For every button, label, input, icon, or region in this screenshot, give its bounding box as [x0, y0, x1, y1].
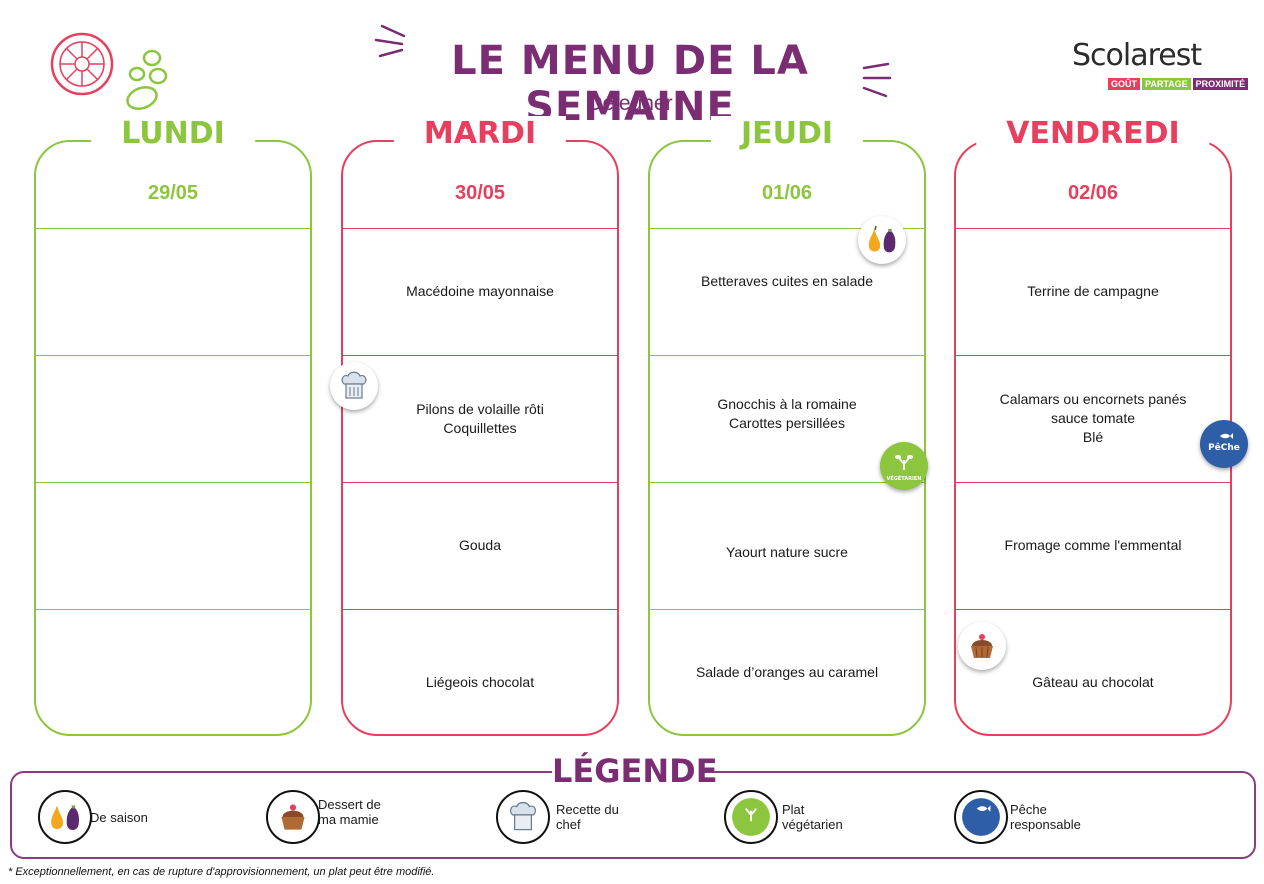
vegetarian-icon: VÉGÉTARIEN: [886, 455, 922, 482]
title-accent-left: [374, 24, 406, 58]
day-date: 29/05: [147, 182, 199, 204]
logo-tag: PARTAGE: [1142, 78, 1191, 90]
responsible-fishing-icon: PêChe: [1208, 433, 1240, 453]
legend-icon-circle: [266, 790, 320, 844]
day-name: MARDI: [393, 116, 567, 151]
logo-wordmark: Scolarest: [1072, 38, 1202, 73]
menu-dessert: [36, 609, 310, 735]
chef-recipe-badge: [330, 362, 378, 410]
legend-title: LÉGENDE: [552, 752, 718, 790]
grandma-dessert-badge: [958, 622, 1006, 670]
page-subtitle: Déjeuner: [587, 92, 673, 115]
legend-item-responsible-fishing: Pêche responsable: [954, 790, 1081, 844]
menu-starter: Terrine de campagne: [956, 228, 1230, 354]
seasonal-badge: [858, 216, 906, 264]
fish-badge-text: PêChe: [1208, 442, 1240, 453]
legend-icon-circle: [724, 790, 778, 844]
footnote: * Exceptionnellement, en cas de rupture …: [8, 866, 435, 878]
legend-item-vegetarian: Plat végétarien: [724, 790, 843, 844]
menu-dessert: Gâteau au chocolat: [956, 609, 1230, 735]
menu-main: Gnocchis à la romaine Carottes persillée…: [650, 355, 924, 481]
menu-starter: Macédoine mayonnaise: [343, 228, 617, 354]
menu-main: Calamars ou encornets panés sauce tomate…: [956, 355, 1230, 481]
menu-starter: Betteraves cuites en salade: [650, 228, 924, 354]
day-date: 01/06: [761, 182, 813, 204]
seasonal-icon: [868, 225, 896, 253]
legend-item-chef-recipe: Recette du chef: [496, 790, 619, 844]
day-name: JEUDI: [710, 116, 864, 151]
vegetarian-badge-text: VÉGÉTARIEN: [886, 474, 921, 482]
legend-icon-circle: [954, 790, 1008, 844]
legend-item-seasonal: De saison: [38, 790, 148, 844]
seasonal-icon: [51, 805, 80, 831]
vegetarian-icon: [732, 798, 770, 836]
menu-cheese: Gouda: [343, 482, 617, 608]
tomato-doodle-icon: [50, 32, 168, 110]
day-name: LUNDI: [91, 116, 255, 151]
logo-tag: PROXIMITÉ: [1192, 78, 1249, 90]
logo-tagline: GOÛT PARTAGE PROXIMITÉ: [1108, 78, 1249, 90]
legend-item-grandma-dessert: Dessert de ma mamie: [266, 790, 381, 844]
vegetarian-badge: VÉGÉTARIEN: [880, 442, 928, 490]
menu-dessert: Liégeois chocolat: [343, 609, 617, 735]
day-card-mardi: MARDI 30/05 Macédoine mayonnaise Pilons …: [341, 116, 619, 736]
menu-starter: [36, 228, 310, 354]
grandma-dessert-icon: [971, 634, 993, 658]
menu-cheese: Yaourt nature sucre: [650, 482, 924, 608]
title-accent-right: [862, 62, 892, 98]
chef-hat-icon: [341, 371, 367, 399]
scolarest-logo: Scolarest GOÛT PARTAGE PROXIMITÉ: [1072, 38, 1252, 94]
legend-label: Recette du chef: [556, 802, 619, 832]
day-date: 02/06: [1067, 182, 1119, 204]
menu-cheese: [36, 482, 310, 608]
legend-label: Pêche responsable: [1010, 802, 1081, 832]
day-name: VENDREDI: [976, 116, 1210, 151]
day-date: 30/05: [454, 182, 506, 204]
responsible-fishing-badge: PêChe: [1200, 420, 1248, 468]
legend-label: Dessert de ma mamie: [318, 797, 381, 827]
chef-hat-icon: [509, 801, 537, 831]
menu-main: [36, 355, 310, 481]
day-card-jeudi: JEUDI 01/06 Betteraves cuites en salade …: [648, 116, 926, 736]
responsible-fishing-icon: [962, 798, 1000, 836]
day-card-lundi: LUNDI 29/05: [34, 116, 312, 736]
legend-icon-circle: [38, 790, 92, 844]
menu-dessert: Salade d’oranges au caramel: [650, 609, 924, 735]
legend-icon-circle: [496, 790, 550, 844]
logo-tag: GOÛT: [1108, 78, 1140, 90]
menu-main: Pilons de volaille rôti Coquillettes: [343, 355, 617, 481]
menu-cheese: Fromage comme l'emmental: [956, 482, 1230, 608]
grandma-dessert-icon: [281, 804, 305, 830]
legend-label: De saison: [90, 809, 148, 825]
legend-label: Plat végétarien: [782, 802, 843, 832]
